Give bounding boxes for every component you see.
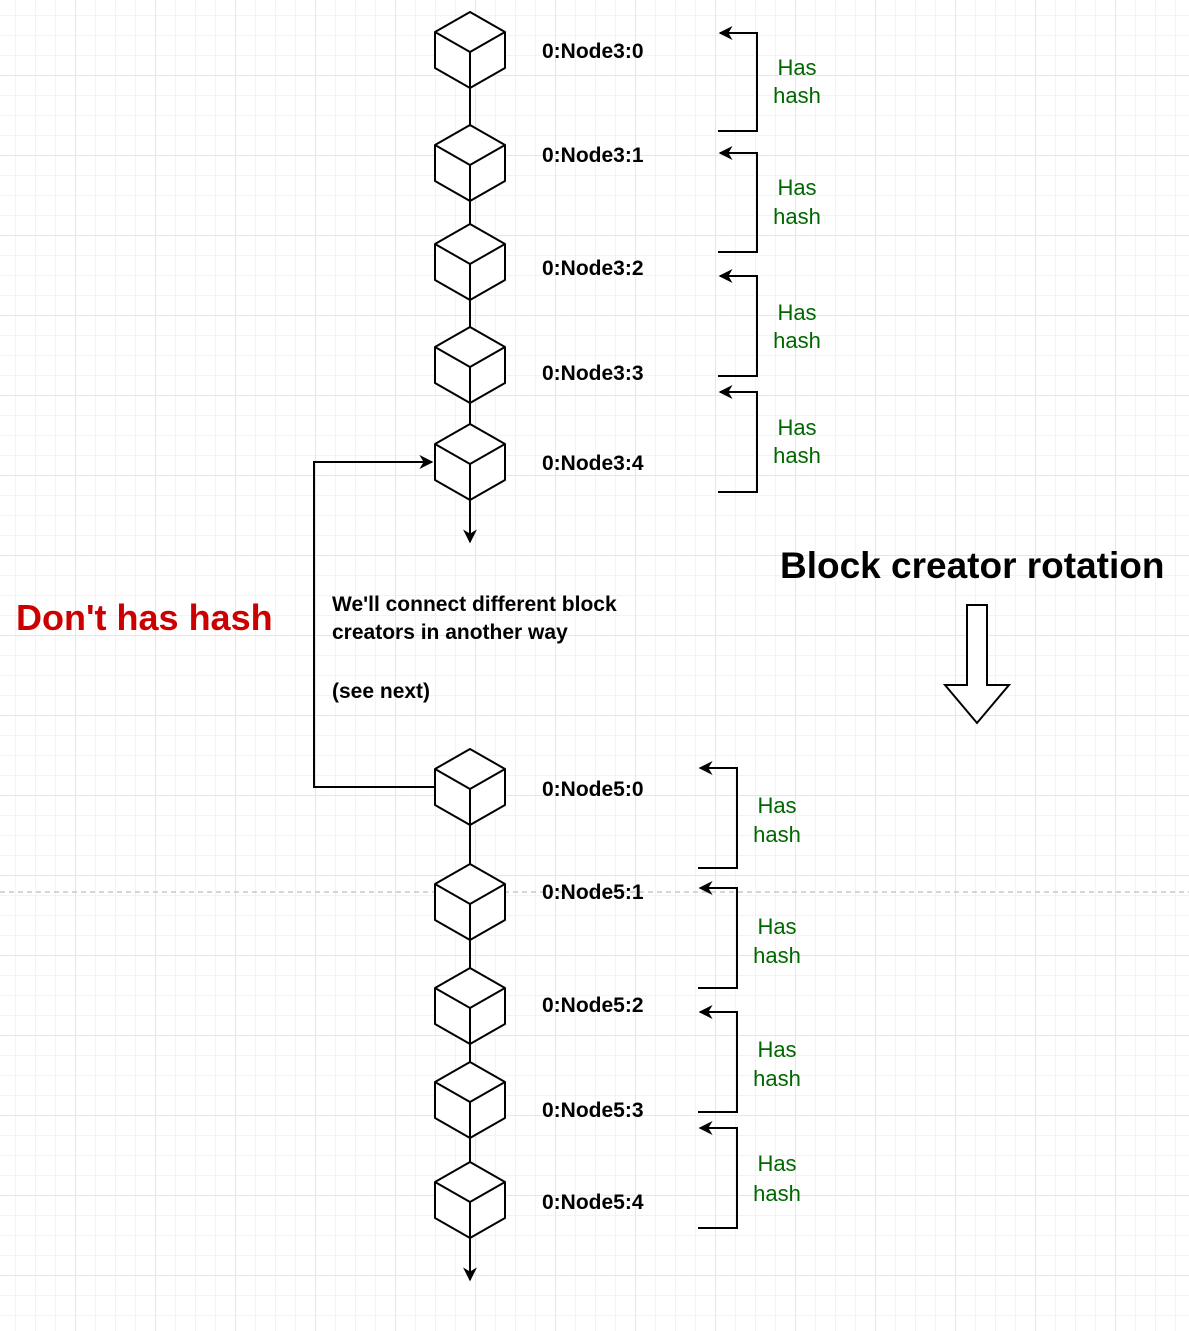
hash-label-line1: Has [757, 793, 796, 818]
hash-label-line1: Has [777, 55, 816, 80]
hash-label-line1: Has [777, 300, 816, 325]
block-label: 0:Node5:0 [542, 778, 644, 801]
hash-label-line2: hash [773, 204, 821, 229]
block-label: 0:Node5:2 [542, 994, 644, 1017]
cube-icon [434, 223, 506, 301]
hash-label-line2: hash [773, 328, 821, 353]
dont-has-hash-label: Don't has hash [16, 597, 273, 638]
hash-label-line2: hash [773, 83, 821, 108]
rotation-title: Block creator rotation [780, 545, 1164, 586]
hash-label-line2: hash [753, 943, 801, 968]
cross-chain-connector [313, 455, 434, 788]
hash-label-line1: Has [777, 415, 816, 440]
cube-icon [434, 326, 506, 404]
hash-label-line2: hash [773, 443, 821, 468]
block-label: 0:Node5:4 [542, 1191, 644, 1214]
block-label: 0:Node3:2 [542, 257, 644, 280]
cube-icon [434, 1161, 506, 1239]
cube-icon [434, 863, 506, 941]
hash-label-line2: hash [753, 1066, 801, 1091]
hash-link-bracket [718, 269, 758, 377]
block-label: 0:Node3:4 [542, 452, 644, 475]
cube-icon [434, 124, 506, 202]
cube-icon [434, 748, 506, 826]
hash-label-line1: Has [777, 175, 816, 200]
hash-link-bracket [718, 146, 758, 253]
hash-link-bracket [698, 1121, 738, 1229]
arrow-down-outline-icon [942, 604, 1012, 725]
hash-link-bracket [718, 385, 758, 493]
hash-label-line2: hash [753, 822, 801, 847]
cube-icon [434, 967, 506, 1045]
hash-label-line1: Has [757, 914, 796, 939]
cube-icon [434, 423, 506, 501]
hash-link-bracket [698, 761, 738, 869]
block-label: 0:Node5:1 [542, 881, 644, 904]
hash-label-line2: hash [753, 1181, 801, 1206]
block-label: 0:Node5:3 [542, 1099, 644, 1122]
cube-icon [434, 11, 506, 89]
hash-link-bracket [698, 1005, 738, 1113]
see-next-note: (see next) [332, 680, 430, 703]
chain-node5: 0:Node5:0 0:Node5:1 0:Node5:2 0:Node5:3 0:No… [434, 748, 801, 1282]
hash-label-line1: Has [757, 1151, 796, 1176]
block-label: 0:Node3:0 [542, 40, 644, 63]
connect-note-line2: creators in another way [332, 621, 568, 644]
hash-link-bracket [718, 26, 758, 132]
hash-link-bracket [698, 881, 738, 989]
block-label: 0:Node3:1 [542, 144, 644, 167]
chain-node3: 0:Node3:0 0:Node3:1 0:Node3:2 0:Node3:3 0:No… [434, 11, 821, 544]
hash-label-line1: Has [757, 1037, 796, 1062]
chains-layer: 0:Node3:0 0:Node3:1 0:Node3:2 0:Node3:3 0:No… [434, 11, 821, 1282]
cube-icon [434, 1061, 506, 1139]
block-label: 0:Node3:3 [542, 362, 644, 385]
connect-note-line1: We'll connect different block [332, 593, 617, 616]
